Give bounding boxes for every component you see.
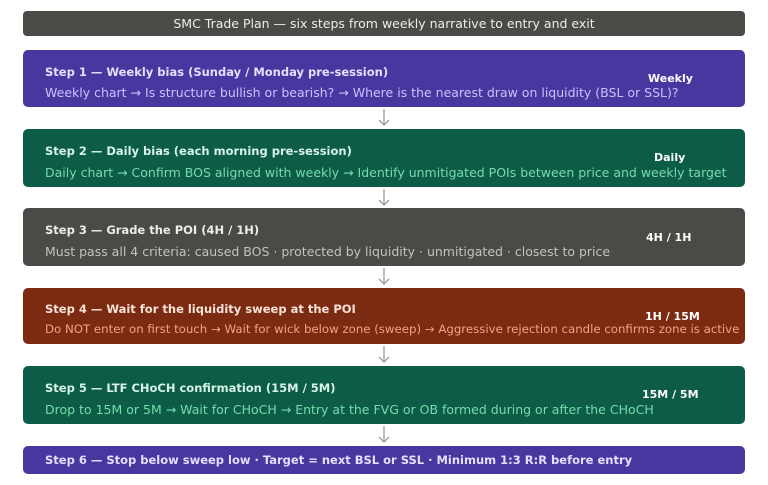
arrow-down-icon	[377, 267, 391, 287]
step-3-box: Step 3 — Grade the POI (4H / 1H) Must pa…	[23, 208, 745, 266]
step-4-title: Step 4 — Wait for the liquidity sweep at…	[45, 302, 356, 316]
step-5-description: Drop to 15M or 5M → Wait for CHoCH → Ent…	[45, 402, 654, 417]
step-2-description: Daily chart → Confirm BOS aligned with w…	[45, 165, 727, 180]
step-4-timeframe: 1H / 15M	[645, 310, 700, 323]
step-4-box: Step 4 — Wait for the liquidity sweep at…	[23, 288, 745, 344]
diagram-title-bar: SMC Trade Plan — six steps from weekly n…	[23, 11, 745, 36]
arrow-down-icon	[377, 108, 391, 128]
step-2-title: Step 2 — Daily bias (each morning pre-se…	[45, 144, 352, 158]
step-5-title: Step 5 — LTF CHoCH confirmation (15M / 5…	[45, 381, 336, 395]
step-2-timeframe: Daily	[654, 151, 686, 164]
step-6-box: Step 6 — Stop below sweep low · Target =…	[23, 446, 745, 474]
step-5-timeframe: 15M / 5M	[642, 388, 699, 401]
arrow-down-icon	[377, 425, 391, 445]
step-3-title: Step 3 — Grade the POI (4H / 1H)	[45, 223, 260, 237]
step-2-box: Step 2 — Daily bias (each morning pre-se…	[23, 129, 745, 187]
step-4-description: Do NOT enter on first touch → Wait for w…	[45, 322, 740, 336]
arrow-down-icon	[377, 345, 391, 365]
diagram-title: SMC Trade Plan — six steps from weekly n…	[173, 16, 595, 31]
step-1-description: Weekly chart → Is structure bullish or b…	[45, 85, 679, 100]
step-6-title: Step 6 — Stop below sweep low · Target =…	[45, 453, 633, 467]
arrow-down-icon	[377, 188, 391, 208]
step-1-box: Step 1 — Weekly bias (Sunday / Monday pr…	[23, 50, 745, 107]
step-5-box: Step 5 — LTF CHoCH confirmation (15M / 5…	[23, 366, 745, 424]
step-3-timeframe: 4H / 1H	[646, 231, 692, 244]
step-1-timeframe: Weekly	[648, 72, 693, 85]
step-1-title: Step 1 — Weekly bias (Sunday / Monday pr…	[45, 65, 389, 79]
step-3-description: Must pass all 4 criteria: caused BOS · p…	[45, 244, 611, 259]
